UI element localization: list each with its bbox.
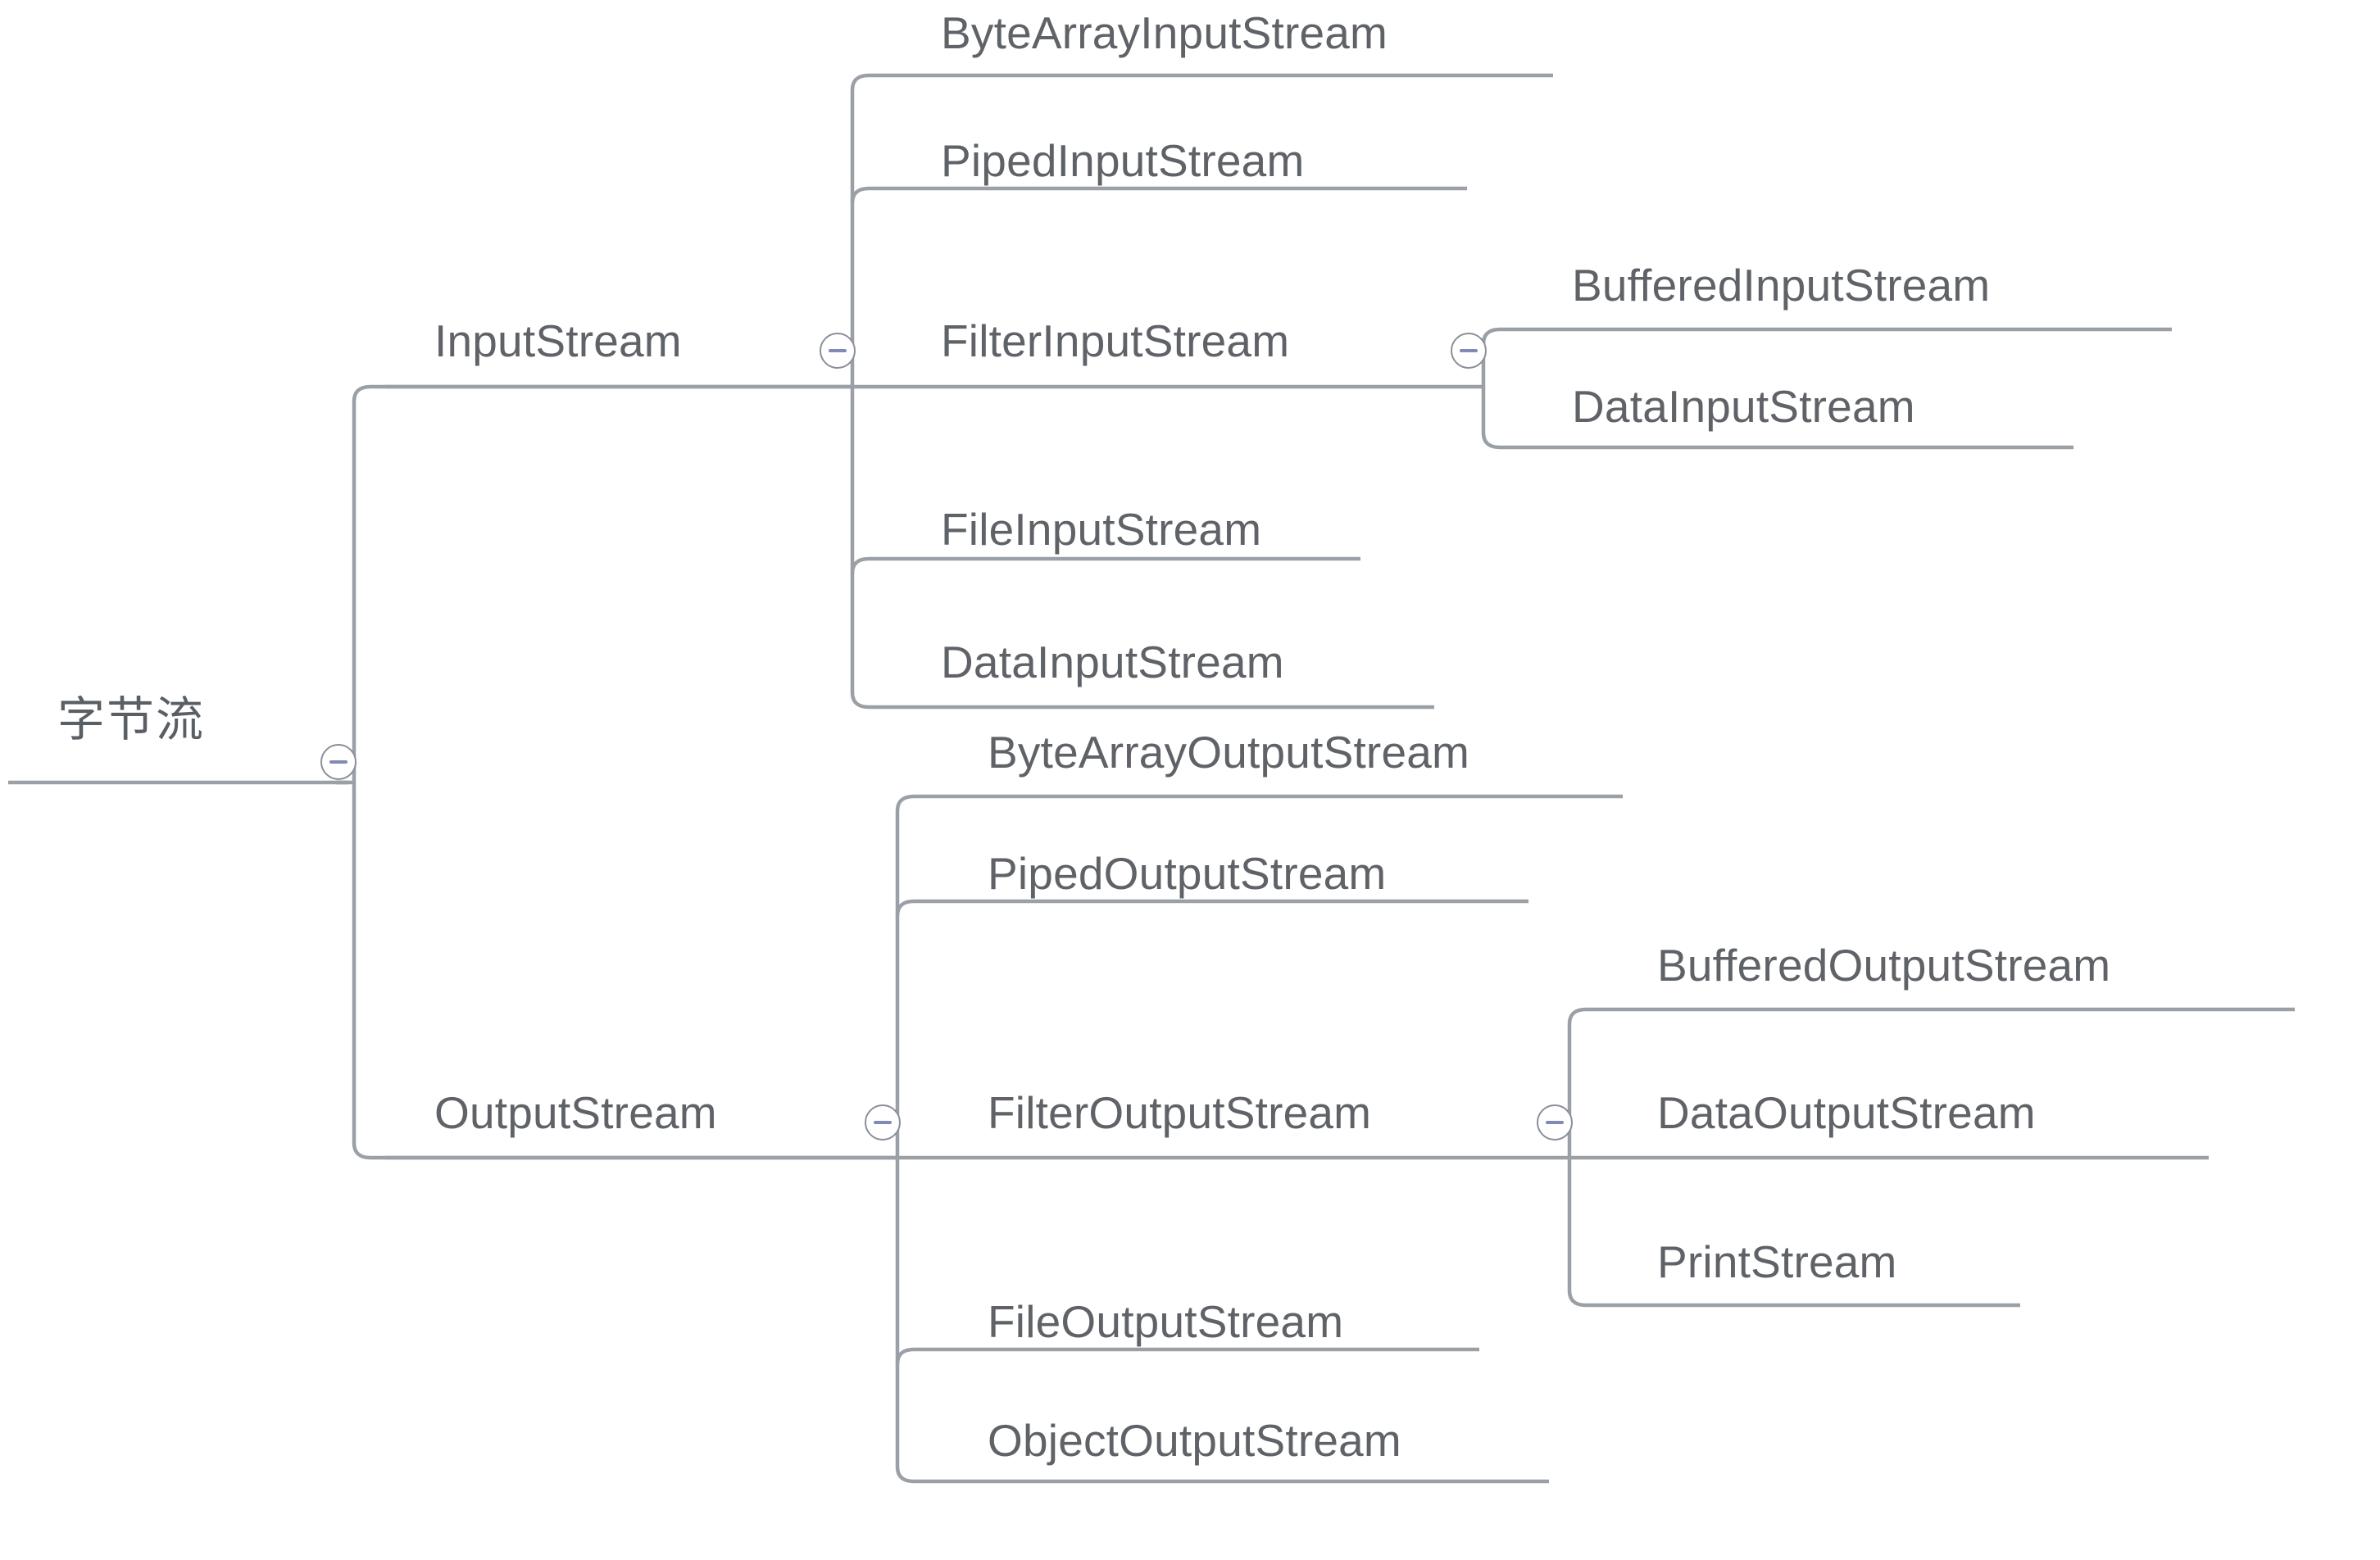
node-byte-array-output-stream-label[interactable]: ByteArrayOutputStream: [988, 727, 1470, 778]
node-filter-output-stream-label[interactable]: FilterOutputStream: [988, 1087, 1372, 1138]
node-data-output-stream-label[interactable]: DataOutputStream: [1657, 1087, 2036, 1138]
spine-filter-output-bottom-corner: [1567, 1290, 2020, 1308]
spine-output-stream-bottom-corner: [895, 1466, 1549, 1484]
node-buffered-input-stream-label[interactable]: BufferedInputStream: [1572, 260, 1991, 311]
collapse-toggle-icon-filter-input-stream[interactable]: [1451, 333, 1487, 369]
node-buffered-output-stream-label[interactable]: BufferedOutputStream: [1657, 940, 2111, 991]
node-output-stream-label[interactable]: OutputStream: [434, 1087, 717, 1138]
node-file-output-stream-label[interactable]: FileOutputStream: [988, 1296, 1344, 1347]
branch-piped-output-stream: [895, 899, 1528, 917]
node-object-output-stream-label[interactable]: ObjectOutputStream: [988, 1415, 1401, 1466]
node-piped-input-stream-label[interactable]: PipedInputStream: [941, 135, 1305, 186]
node-data-input-stream-child-label[interactable]: DataInputStream: [1572, 381, 1915, 432]
node-piped-output-stream-label[interactable]: PipedOutputStream: [988, 848, 1387, 899]
branch-file-input-stream: [850, 556, 1360, 574]
node-print-stream-label[interactable]: PrintStream: [1657, 1236, 1897, 1287]
branch-piped-input-stream: [850, 186, 1467, 204]
collapse-toggle-icon-output-stream[interactable]: [865, 1104, 901, 1141]
spine-filter-input-top-corner: [1481, 327, 2172, 345]
spine-filter-input-bottom-corner: [1481, 432, 2073, 450]
collapse-toggle-icon-input-stream[interactable]: [820, 333, 856, 369]
spine-output-stream-top-corner: [895, 794, 1623, 812]
spine-input-stream-bottom-corner: [850, 692, 1434, 710]
node-data-input-stream-label[interactable]: DataInputStream: [941, 637, 1284, 687]
node-input-stream-label[interactable]: InputStream: [434, 315, 682, 366]
spine-filter-output-top-corner: [1567, 1007, 2295, 1025]
node-file-input-stream-label[interactable]: FileInputStream: [941, 504, 1262, 555]
collapse-toggle-icon-filter-output-stream[interactable]: [1537, 1104, 1573, 1141]
spine-root-bottom-corner: [352, 1142, 897, 1160]
spine-input-stream-top-corner: [850, 73, 1553, 91]
branch-file-output-stream: [895, 1347, 1479, 1365]
node-root-label[interactable]: 字节流: [57, 693, 206, 746]
collapse-toggle-icon-root[interactable]: [320, 744, 357, 780]
node-byte-array-input-stream-label[interactable]: ByteArrayInputStream: [941, 7, 1388, 58]
spine-root-top-corner: [352, 384, 852, 402]
node-filter-input-stream-label[interactable]: FilterInputStream: [941, 315, 1290, 366]
